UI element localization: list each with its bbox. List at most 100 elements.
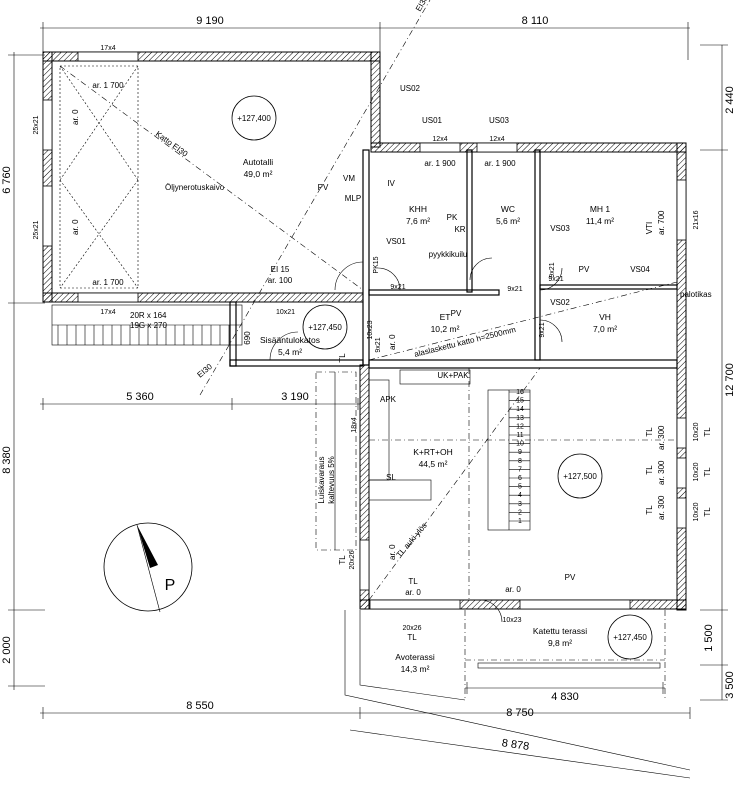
label-tl-c: TL bbox=[407, 633, 417, 642]
stair-number: 8 bbox=[518, 458, 522, 465]
room-khh-name: KHH bbox=[409, 204, 427, 214]
dim-top-left: 9 190 bbox=[196, 15, 224, 27]
room-mh1-area: 11,4 m² bbox=[586, 216, 614, 226]
dim-4830: 4 830 bbox=[551, 691, 579, 703]
label-pk: PK bbox=[447, 213, 458, 222]
label-apk: APK bbox=[380, 395, 397, 404]
level-texts: +127,400 +127,450 +127,500 +127,450 bbox=[237, 114, 647, 642]
label-ar0-tl: ar. 0 bbox=[388, 334, 397, 350]
ramp-zone bbox=[315, 371, 357, 551]
guide-lines bbox=[368, 281, 678, 700]
label-sl: SL bbox=[386, 473, 396, 482]
main-stairs bbox=[487, 389, 531, 531]
room-mh1-name: MH 1 bbox=[590, 204, 611, 214]
room-autotalli-area: 49,0 m² bbox=[244, 169, 273, 179]
room-wc-area: 5,6 m² bbox=[496, 216, 520, 226]
room-vh-area: 7,0 m² bbox=[593, 324, 617, 334]
stair-number: 9 bbox=[518, 449, 522, 456]
label-window-25x21-a: 25x21 bbox=[33, 115, 40, 134]
stair-number: 1 bbox=[518, 518, 522, 525]
dim-right-lower-a: 1 500 bbox=[703, 624, 715, 652]
dim-right-top: 2 440 bbox=[724, 86, 736, 114]
garage-door-zones bbox=[59, 0, 431, 396]
label-ar700: ar. 700 bbox=[657, 210, 666, 235]
label-pyykkikuilu: pyykkikuilu bbox=[429, 250, 468, 259]
stair-number: 2 bbox=[518, 509, 522, 516]
label-stairs-line1: 20R x 164 bbox=[130, 311, 167, 320]
label-mlp: MLP bbox=[345, 194, 361, 203]
label-vti: VTI bbox=[645, 222, 654, 234]
dim-left-mid: 8 380 bbox=[1, 446, 13, 474]
windows bbox=[42, 51, 687, 610]
label-ar300-b: ar. 300 bbox=[657, 460, 666, 485]
room-avoterassi-name: Avoterassi bbox=[395, 652, 435, 662]
label-tl-d: TL bbox=[703, 427, 712, 437]
label-door-9x21-c: 9x21 bbox=[548, 276, 563, 283]
room-vh-name: VH bbox=[599, 312, 611, 322]
label-window-20x26-a: 20x26 bbox=[402, 625, 421, 632]
label-tl-auki: TL auki ylös bbox=[395, 521, 429, 559]
dim-5360: 5 360 bbox=[126, 391, 154, 403]
room-sisaantulo-name: Sisääntulokatos bbox=[260, 335, 320, 345]
room-wc-name: WC bbox=[501, 204, 515, 214]
room-et-area: 10,2 m² bbox=[431, 324, 460, 334]
label-window-17x4-a: 17x4 bbox=[100, 45, 115, 52]
level-garage: +127,400 bbox=[237, 114, 271, 123]
stair-number: 4 bbox=[518, 492, 522, 499]
label-vs03: VS03 bbox=[550, 224, 570, 233]
label-pv-mh1: PV bbox=[579, 265, 590, 274]
label-ar300-a: ar. 300 bbox=[657, 425, 666, 450]
room-katettu-name: Katettu terassi bbox=[533, 626, 587, 636]
label-ar300-c: ar. 300 bbox=[657, 495, 666, 520]
label-tl-i: TL bbox=[645, 505, 654, 515]
label-door-9x21-a: 9x21 bbox=[390, 284, 405, 291]
stair-number: 6 bbox=[518, 475, 522, 482]
dim-right-lower-b: 3 500 bbox=[724, 671, 736, 699]
kitchen-counter bbox=[368, 369, 471, 501]
label-window-12x4-b: 12x4 bbox=[489, 136, 504, 143]
stair-number: 12 bbox=[516, 423, 524, 430]
label-ar1700-bottom: ar. 1 700 bbox=[92, 278, 124, 287]
label-uk-pak: UK+PAK bbox=[437, 371, 469, 380]
label-ar0-b: ar. 0 bbox=[71, 219, 80, 235]
label-door-9x21-d: 9x21 bbox=[549, 262, 556, 277]
label-door-10x23-b: 10x23 bbox=[502, 617, 521, 624]
label-us03: US03 bbox=[489, 116, 510, 125]
level-markers bbox=[231, 95, 653, 660]
label-tl-j: TL bbox=[338, 555, 347, 565]
label-window-20x26-b: 20x26 bbox=[349, 550, 356, 569]
room-khh-area: 7,6 m² bbox=[406, 216, 430, 226]
terrace-outline bbox=[344, 610, 691, 771]
label-pv-living: PV bbox=[565, 573, 576, 582]
stair-number: 10 bbox=[516, 441, 524, 448]
stair-number: 3 bbox=[518, 501, 522, 508]
dim-3190: 3 190 bbox=[281, 391, 309, 403]
label-door-9x21-e: 9x21 bbox=[539, 322, 546, 337]
label-tl-a: TL bbox=[338, 353, 347, 363]
label-us02: US02 bbox=[400, 84, 421, 93]
label-ei30-entry: EI30 bbox=[196, 362, 215, 380]
entry-step-lines bbox=[57, 325, 230, 345]
room-avoterassi-area: 14,3 m² bbox=[401, 664, 430, 674]
stair-number: 14 bbox=[516, 406, 524, 413]
label-kr: KR bbox=[454, 225, 465, 234]
label-window-18x4: 18x4 bbox=[351, 417, 358, 432]
label-alas-katto: alaslaskettu katto h=2500mm bbox=[413, 325, 517, 359]
label-stairs-line2: 19G x 270 bbox=[130, 321, 167, 330]
room-texts: Autotalli 49,0 m² KHH 7,6 m² WC 5,6 m² M… bbox=[243, 157, 617, 674]
label-tl-e: TL bbox=[703, 467, 712, 477]
label-oljy: Öljynerotuskaivo bbox=[165, 183, 225, 192]
label-pv-et: PV bbox=[451, 309, 462, 318]
north-arrow bbox=[103, 522, 193, 613]
room-krtoh-name: K+RT+OH bbox=[413, 447, 453, 457]
label-ar1700-top: ar. 1 700 bbox=[92, 81, 124, 90]
label-pv-garage: PV bbox=[318, 183, 329, 192]
label-ar0-bottom: ar. 0 bbox=[405, 588, 421, 597]
label-katto: Katto EI30 bbox=[154, 129, 190, 159]
label-luiska-2: kaltevuus 5% bbox=[327, 456, 336, 504]
label-ar1900-a: ar. 1 900 bbox=[424, 159, 456, 168]
dim-top-right: 8 110 bbox=[522, 15, 549, 27]
room-et-name: ET bbox=[440, 312, 451, 322]
room-katettu-area: 9,8 m² bbox=[548, 638, 572, 648]
